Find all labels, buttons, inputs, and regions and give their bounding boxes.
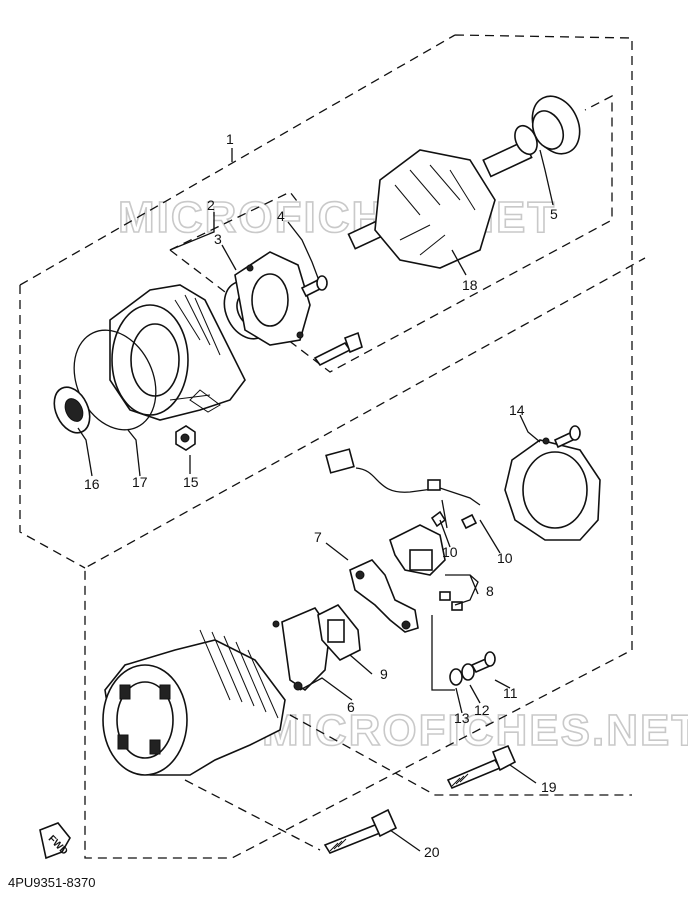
callout-6: 6 xyxy=(347,699,355,715)
washer-13 xyxy=(449,668,463,686)
fwd-arrow-icon: FWD xyxy=(39,822,71,860)
diagram-code: 4PU9351-8370 xyxy=(8,875,95,890)
washer-12 xyxy=(461,663,475,681)
screws-10 xyxy=(430,510,478,530)
leader-lines xyxy=(77,148,554,852)
brush-holder xyxy=(389,524,446,576)
rear-housing-stator xyxy=(102,629,286,776)
screw-14 xyxy=(553,425,581,449)
callout-16: 16 xyxy=(84,476,100,492)
watermark-bottom: MICROFICHES.NET xyxy=(262,706,688,755)
callout-15: 15 xyxy=(183,474,199,490)
brushes-8 xyxy=(439,591,463,611)
callout-11: 11 xyxy=(503,685,518,701)
callout-13: 13 xyxy=(454,710,470,726)
callout-7: 7 xyxy=(314,529,322,545)
bolt-20 xyxy=(323,808,398,854)
callout-14: 14 xyxy=(509,402,525,418)
callout-18: 18 xyxy=(462,277,478,293)
bolt-19 xyxy=(446,744,517,790)
screw-lower xyxy=(313,331,363,367)
assembly-boundary xyxy=(19,34,646,859)
callout-9: 9 xyxy=(380,666,388,682)
callout-2: 2 xyxy=(207,197,215,213)
rectifier-6 xyxy=(272,607,331,692)
regulator-9 xyxy=(317,603,361,661)
oil-seal-16 xyxy=(53,386,91,434)
callout-10b: 10 xyxy=(497,550,513,566)
callout-10a: 10 xyxy=(442,544,458,560)
callout-20: 20 xyxy=(424,844,440,860)
screw-4 xyxy=(300,275,328,298)
bolt-20-line xyxy=(184,779,321,851)
screw-11 xyxy=(470,651,496,674)
callout-17: 17 xyxy=(132,474,148,490)
rear-group-boundary xyxy=(289,714,632,796)
rear-cover-14 xyxy=(504,437,601,541)
callout-19: 19 xyxy=(541,779,557,795)
retainer-plate-3 xyxy=(234,251,311,346)
callout-1: 1 xyxy=(226,131,234,147)
lead-wire-connector xyxy=(325,448,481,506)
callout-12: 12 xyxy=(474,702,490,718)
nut-15 xyxy=(175,425,196,451)
callout-4: 4 xyxy=(277,208,285,224)
front-housing xyxy=(109,284,246,421)
callout-8: 8 xyxy=(486,583,494,599)
rotor-18 xyxy=(347,140,533,269)
plate-7 xyxy=(349,559,419,633)
callout-5: 5 xyxy=(550,206,558,222)
bearing-5 xyxy=(514,95,581,156)
callout-3: 3 xyxy=(214,231,222,247)
